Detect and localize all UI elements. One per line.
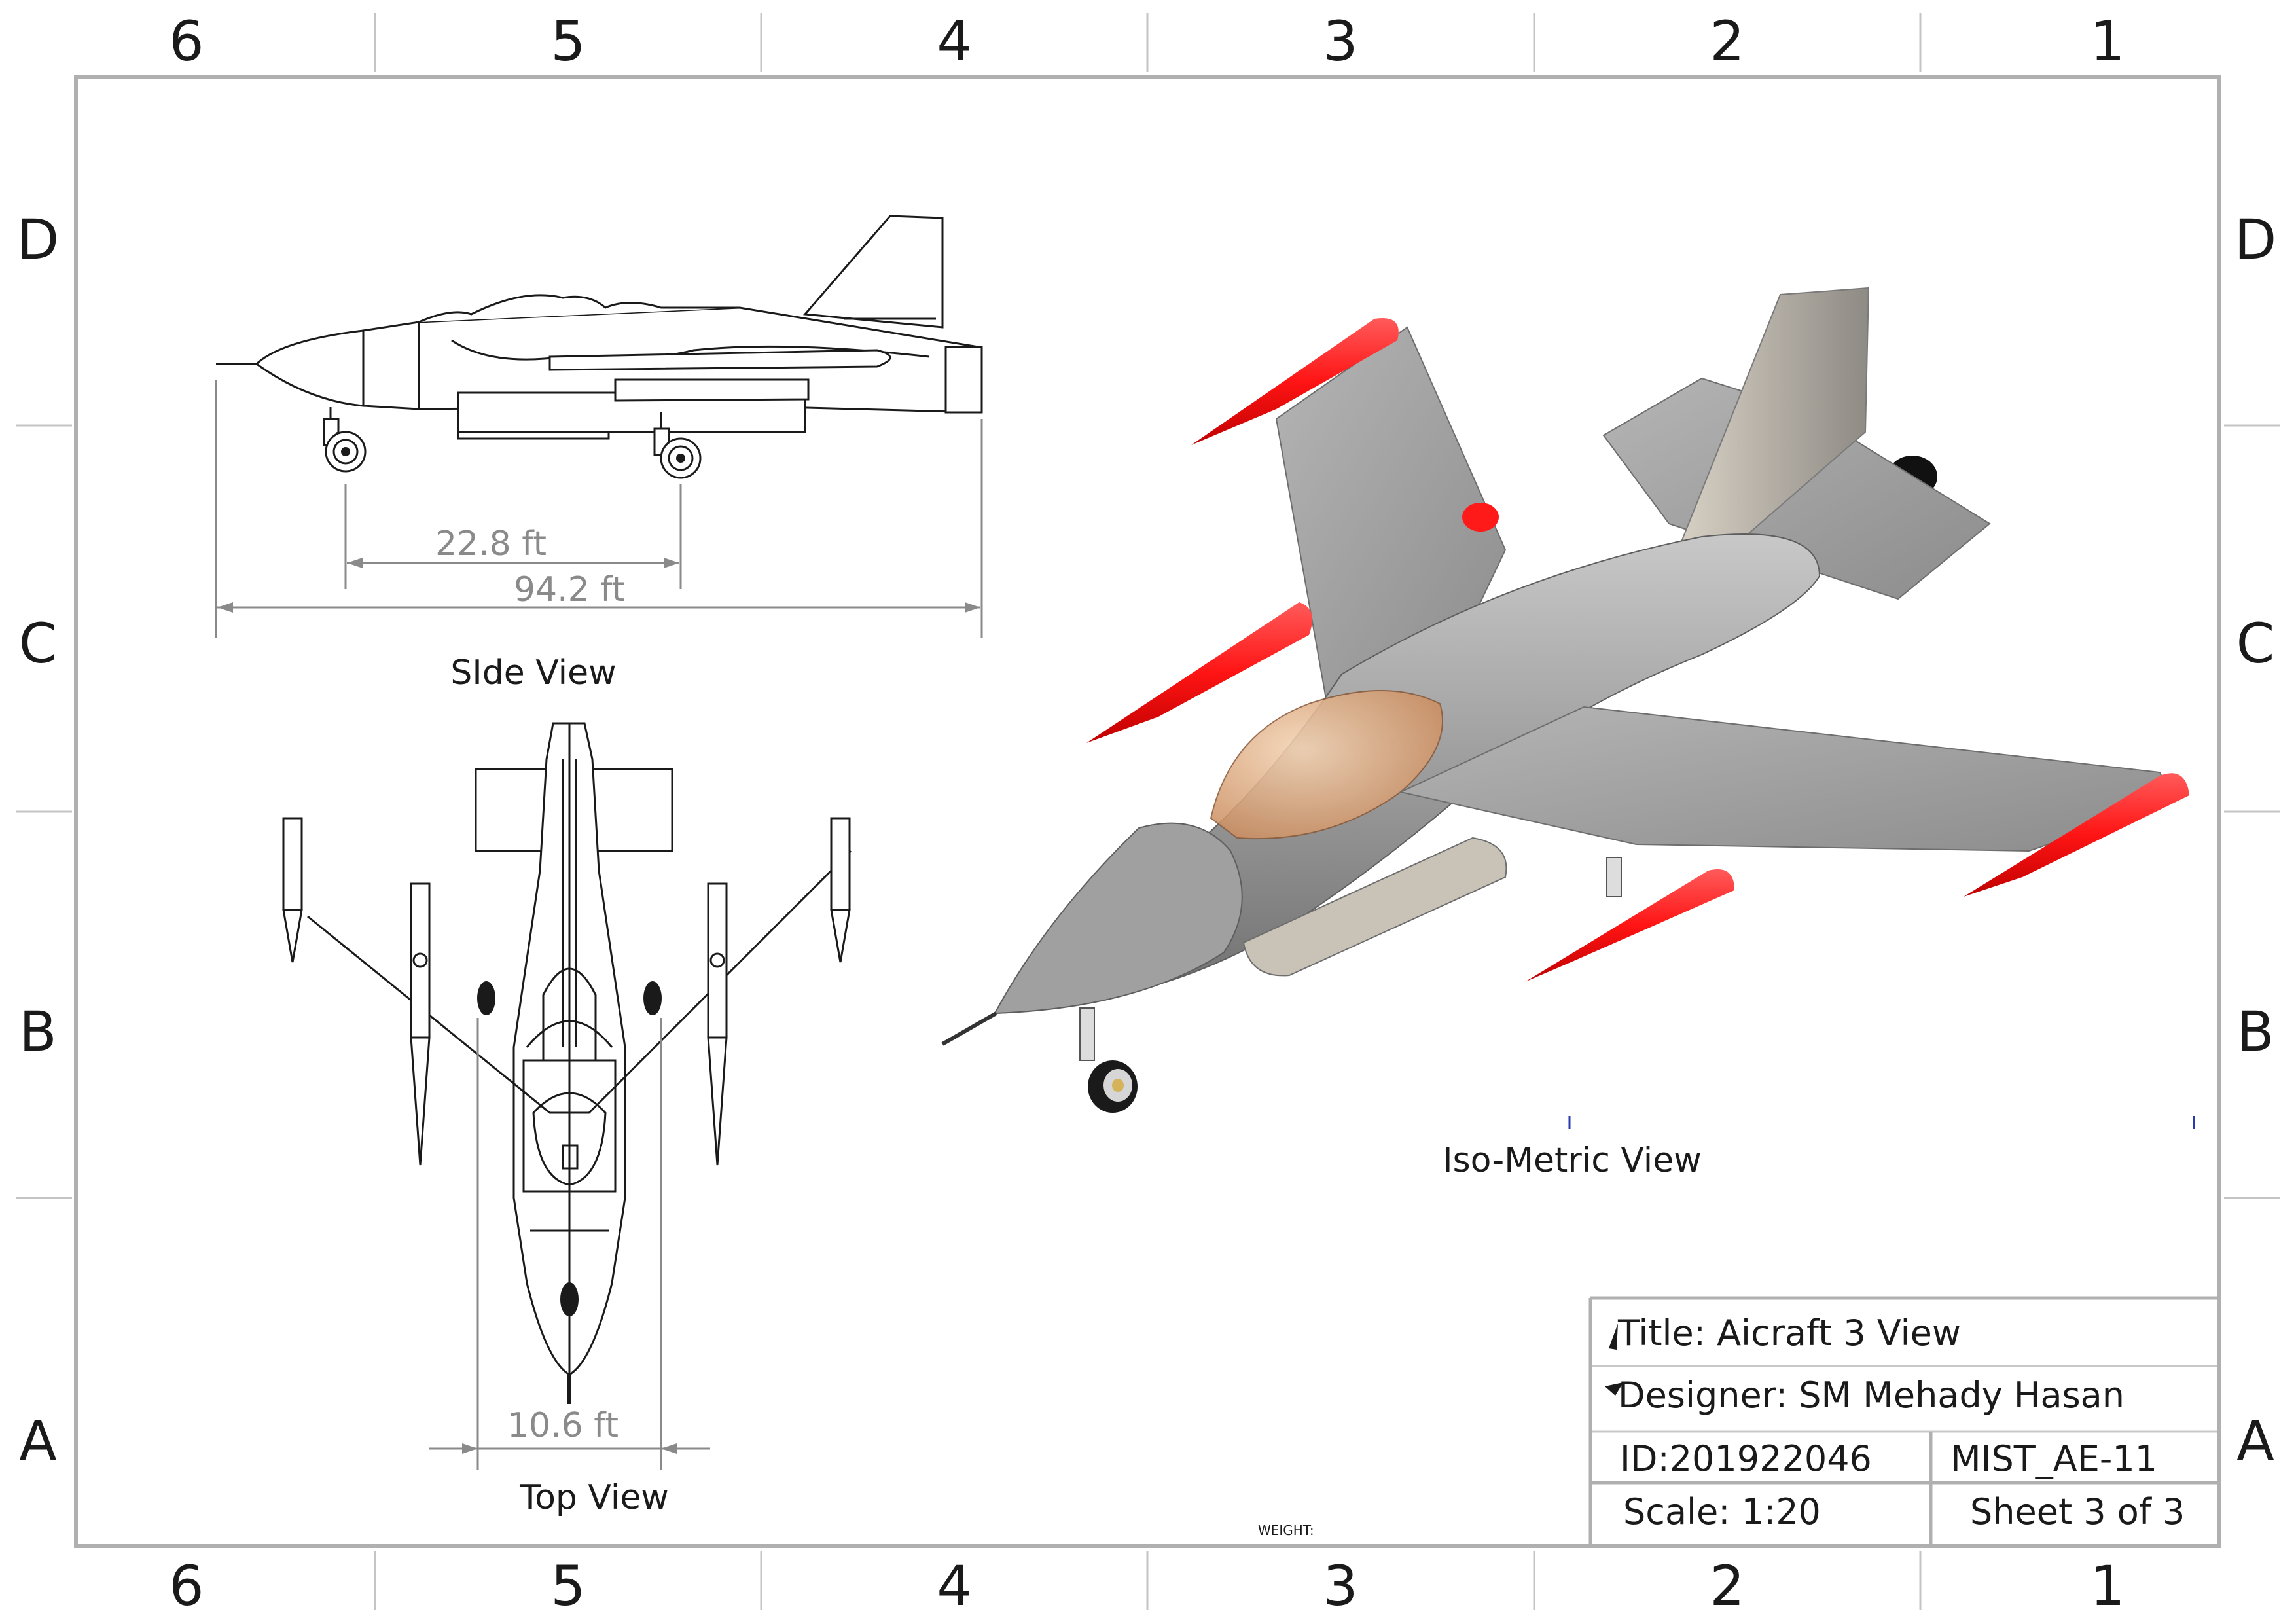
zone-labels-top: 6 5 4 3 2 1 — [169, 9, 2125, 73]
zone-row-C-left: C — [19, 611, 58, 676]
zone-col-5-bottom: 5 — [550, 1554, 585, 1618]
designer-field: Designer: SM Mehady Hasan — [1618, 1375, 2125, 1416]
zone-col-2-bottom: 2 — [1710, 1554, 1744, 1618]
sheet-border — [16, 13, 2280, 1610]
zone-labels-bottom: 6 5 4 3 2 1 — [169, 1554, 2125, 1618]
side-view-drawing — [216, 215, 983, 479]
top-view-drawing — [282, 722, 852, 1404]
zone-col-5-top: 5 — [550, 9, 585, 73]
zone-row-B-right: B — [2236, 1000, 2274, 1064]
weight-label: WEIGHT: — [1258, 1523, 1314, 1538]
zone-col-1-bottom: 1 — [2090, 1554, 2125, 1618]
zone-labels-right: D C B A — [2234, 208, 2277, 1473]
zone-col-6-top: 6 — [169, 9, 204, 73]
scale-field: Scale: 1:20 — [1623, 1491, 1821, 1532]
zone-row-D-left: D — [17, 208, 60, 272]
title-block: Title: Aicraft 3 View Designer: SM Mehad… — [1588, 1296, 2219, 1546]
zone-col-4-bottom: 4 — [937, 1554, 971, 1618]
id-field: ID:201922046 — [1620, 1438, 1872, 1479]
iso-view-label: Iso-Metric View — [1443, 1141, 1702, 1180]
zone-col-2-top: 2 — [1710, 9, 1744, 73]
zone-row-C-right: C — [2236, 611, 2275, 676]
zone-col-4-top: 4 — [937, 9, 971, 73]
isometric-view-render — [941, 287, 2195, 1129]
top-view-dimensions: 10.6 ft — [429, 1018, 710, 1470]
course-field: MIST_AE-11 — [1950, 1438, 2157, 1479]
zone-row-A-left: A — [19, 1409, 56, 1473]
top-view-label: Top View — [519, 1478, 669, 1517]
zone-row-B-left: B — [19, 1000, 57, 1064]
zone-labels-left: D C B A — [17, 208, 60, 1473]
zone-row-D-right: D — [2234, 208, 2277, 272]
zone-col-1-top: 1 — [2090, 9, 2125, 73]
overall-length-dimension: 94.2 ft — [514, 570, 625, 609]
zone-row-A-right: A — [2236, 1409, 2274, 1473]
zone-col-3-bottom: 3 — [1323, 1554, 1357, 1618]
side-view-label: SIde View — [450, 653, 616, 693]
sheet-field: Sheet 3 of 3 — [1970, 1491, 2185, 1532]
wheelbase-dimension: 22.8 ft — [435, 524, 547, 564]
zone-col-3-top: 3 — [1323, 9, 1357, 73]
title-field: Title: Aicraft 3 View — [1617, 1312, 1961, 1354]
track-width-dimension: 10.6 ft — [507, 1406, 619, 1445]
side-view-dimensions: 22.8 ft 94.2 ft — [215, 380, 983, 638]
zone-col-6-bottom: 6 — [169, 1554, 204, 1618]
